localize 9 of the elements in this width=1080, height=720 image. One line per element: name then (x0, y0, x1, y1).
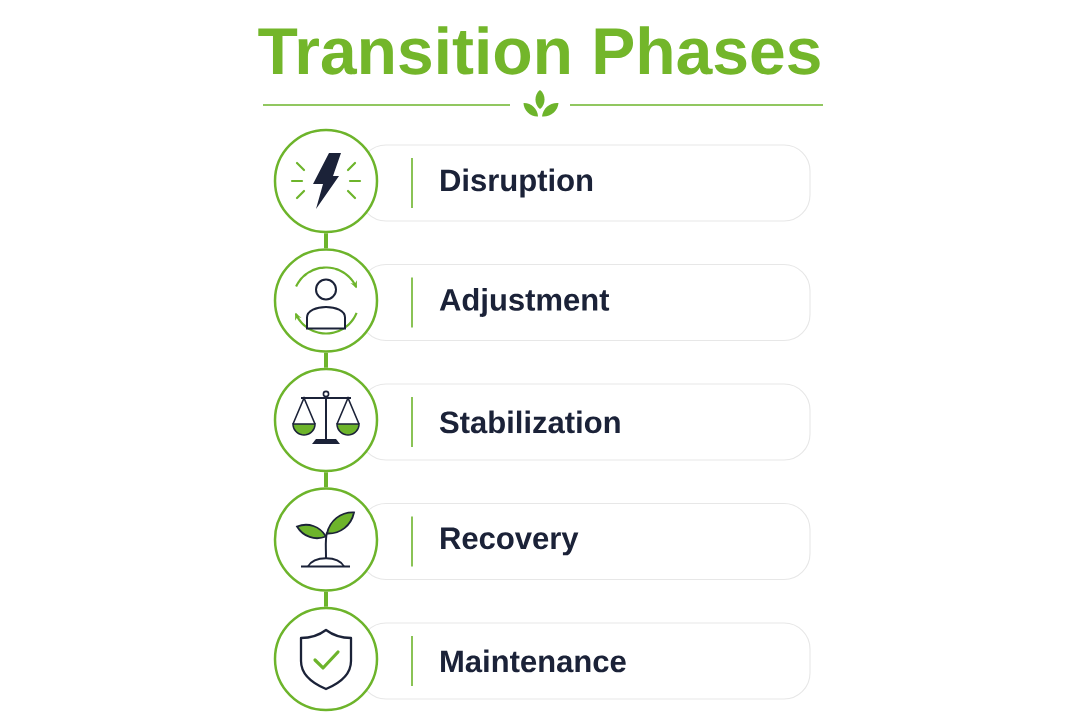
icon-circle (273, 606, 379, 712)
title: Transition Phases (258, 26, 820, 75)
icon-circle (273, 367, 379, 473)
connector-line (324, 352, 328, 368)
icon-circle (273, 487, 379, 592)
icon-circle (273, 128, 379, 234)
connector-line (324, 233, 328, 249)
connector-line (324, 472, 328, 488)
connector-line (324, 591, 328, 607)
